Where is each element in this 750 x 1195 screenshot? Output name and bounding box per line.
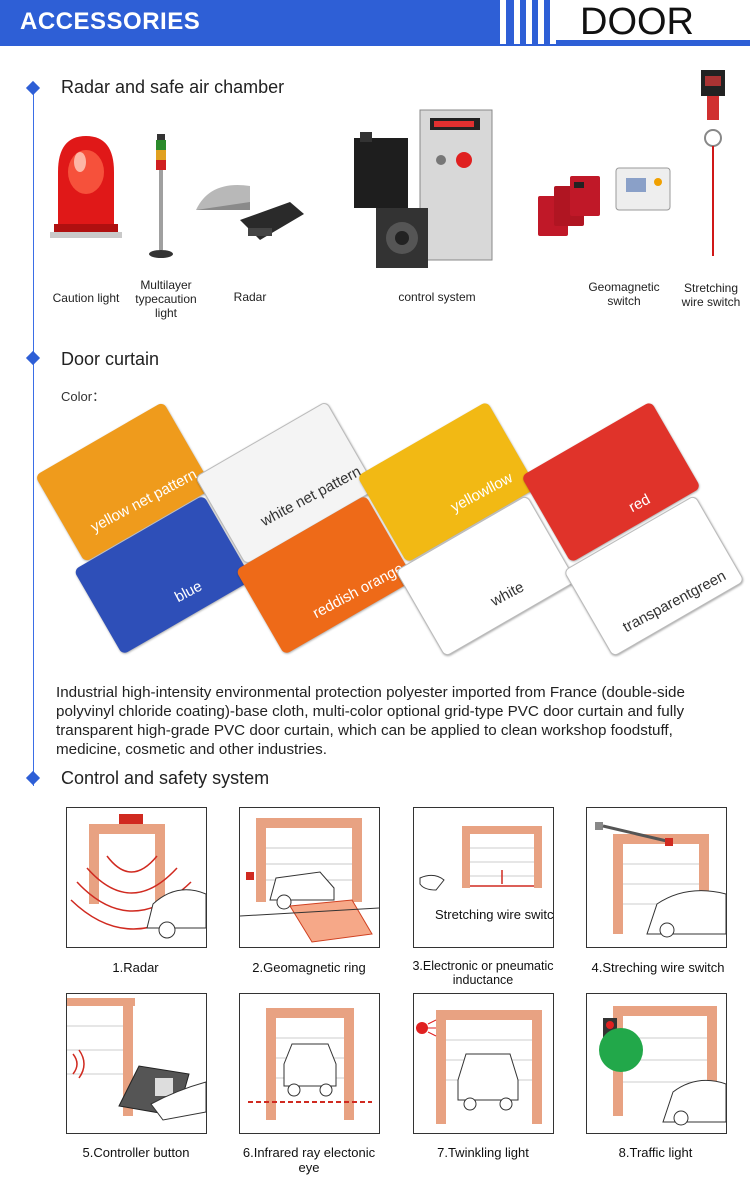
- control-panel-button: [66, 993, 207, 1134]
- timeline-diamond: [25, 80, 41, 96]
- control-caption: 4.Streching wire switch: [591, 960, 725, 975]
- section-title-control: Control and safety system: [61, 768, 270, 788]
- control-panel-twinkling: [413, 993, 554, 1134]
- accessory-label: control system: [398, 290, 476, 304]
- control-caption: 5.Controller button: [82, 1145, 190, 1160]
- caution-light-image: [50, 136, 122, 238]
- control-panel-infrared: [239, 993, 380, 1134]
- header-underline: [0, 44, 750, 46]
- accessory-label: Caution light: [52, 291, 120, 305]
- control-panel-radar: [66, 807, 207, 948]
- radar-image: [196, 185, 304, 240]
- header-stripe: [544, 0, 550, 44]
- header-right-box: DOOR: [556, 0, 750, 43]
- control-panel-wire-switch: [586, 807, 727, 948]
- control-system-image: [354, 109, 493, 268]
- stretching-wire-switch-image: [701, 70, 725, 256]
- header-right-title: DOOR: [580, 1, 694, 43]
- control-caption: 1.Radar: [112, 960, 159, 975]
- color-label: Color：: [61, 389, 106, 404]
- controller-button-diagram: [67, 998, 206, 1121]
- control-caption: 6.Infrared ray electonic eye: [242, 1145, 376, 1175]
- wire-switch-diagram: [595, 822, 726, 938]
- header-stripe: [532, 0, 538, 44]
- timeline-diamond: [25, 770, 41, 786]
- control-caption: 2.Geomagnetic ring: [252, 960, 366, 975]
- accessory-label: Radar: [233, 290, 267, 304]
- control-caption: 3.Electronic or pneumatic inductance: [412, 959, 554, 987]
- header-stripe: [506, 0, 514, 44]
- control-panel-traffic: [586, 993, 727, 1134]
- timeline-diamond: [25, 350, 41, 366]
- curtain-description: Industrial high-intensity environmental …: [56, 684, 685, 758]
- control-panel-inductance: Stretching wire switch: [413, 807, 554, 948]
- accessory-label: Geomagnetic switch: [588, 280, 660, 308]
- geomagnetic-diagram: [240, 818, 379, 943]
- header-left-title: ACCESSORIES: [20, 8, 201, 35]
- traffic-light-diagram: [599, 1006, 726, 1126]
- accessory-label: Multilayer typecaution light: [135, 278, 197, 320]
- section-title-door-curtain: Door curtain: [61, 349, 160, 369]
- header-banner-left: ACCESSORIES: [0, 0, 500, 44]
- infrared-diagram: [248, 1008, 372, 1120]
- header-stripe: [520, 0, 526, 44]
- radar-diagram: [70, 814, 206, 939]
- timeline-line: [33, 86, 34, 786]
- control-caption: 7.Twinkling light: [437, 1145, 529, 1160]
- panel-inner-label: Stretching wire switch: [435, 907, 554, 922]
- twinkling-diagram: [416, 1010, 542, 1124]
- control-caption: 8.Traffic light: [618, 1145, 693, 1160]
- geomagnetic-switch-image: [538, 167, 671, 236]
- accessory-label: Stretching wire switch: [681, 281, 741, 309]
- inductance-diagram: [419, 826, 542, 891]
- multilayer-light-image: [149, 134, 173, 258]
- control-panel-geomagnetic: [239, 807, 380, 948]
- section-title-radar: Radar and safe air chamber: [61, 77, 285, 97]
